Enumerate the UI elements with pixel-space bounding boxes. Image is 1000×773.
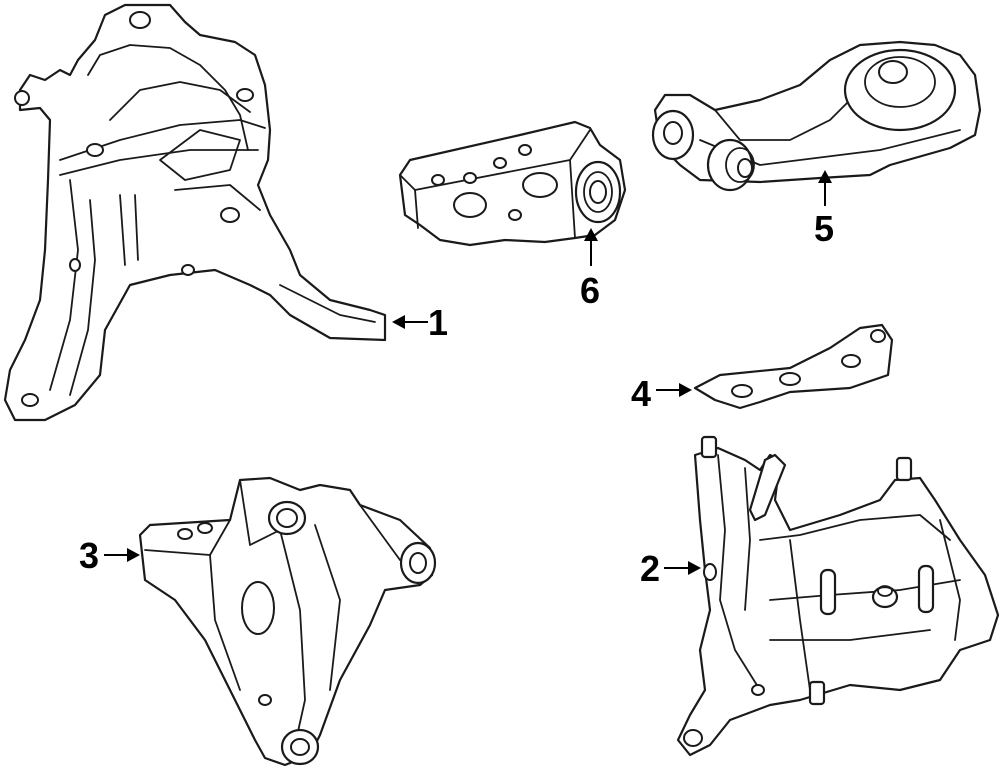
- callout-5: 5: [814, 208, 834, 249]
- arrowhead-1: [392, 315, 405, 329]
- callout-3: 3: [79, 535, 99, 576]
- callout-4: 4: [631, 373, 651, 414]
- part-1-mount-bracket[interactable]: [3, 3, 387, 422]
- part-4-plate-bracket[interactable]: [693, 323, 894, 410]
- part-5-torque-rod[interactable]: [651, 40, 982, 192]
- arrowhead-3: [127, 548, 140, 562]
- arrowhead-4: [679, 383, 692, 397]
- arrowhead-2: [688, 561, 701, 575]
- callout-leaders: [104, 170, 832, 575]
- arrowhead-5: [818, 170, 832, 183]
- callout-numbers: 1 2 3 4 5 6: [79, 208, 834, 589]
- callout-6: 6: [580, 270, 600, 311]
- callout-1: 1: [428, 302, 448, 343]
- part-3-lower-bracket[interactable]: [138, 476, 437, 767]
- callout-2: 2: [640, 548, 660, 589]
- part-6-bushing-block[interactable]: [398, 120, 627, 247]
- part-2-mount-assembly[interactable]: [676, 435, 1000, 757]
- arrowhead-6: [584, 228, 598, 241]
